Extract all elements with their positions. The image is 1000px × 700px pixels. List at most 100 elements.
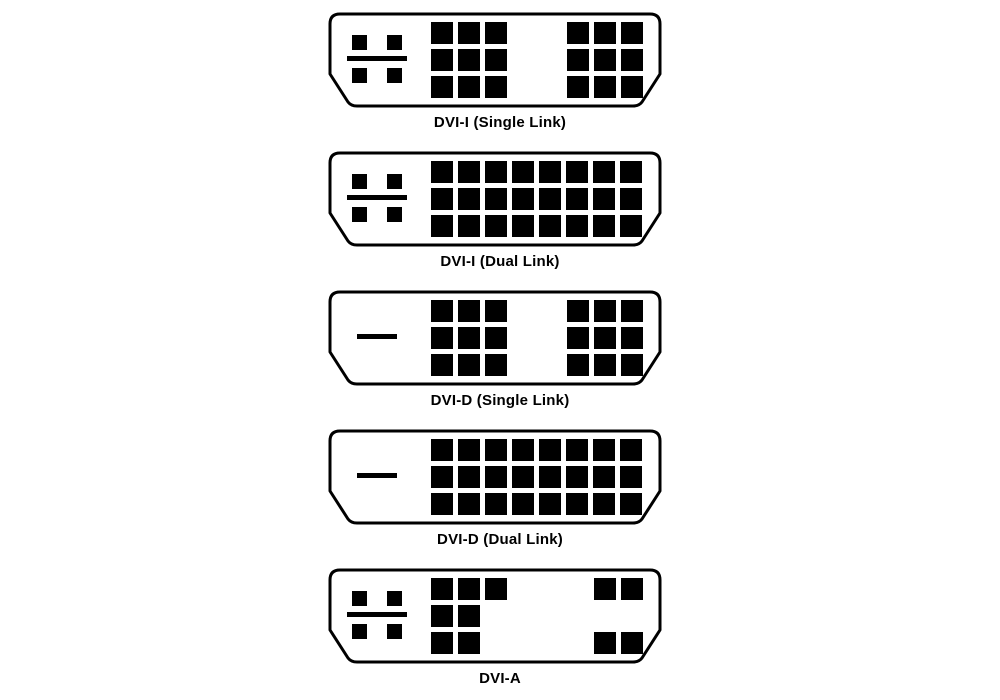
left-block-pin-r3-c7	[593, 493, 615, 515]
left-block-pin-r1-c2	[458, 22, 480, 44]
ground-blade	[357, 334, 397, 339]
analog-pin-bottom-right	[387, 207, 402, 222]
left-block-pin-r3-c6	[566, 215, 588, 237]
label-dvi-a: DVI-A	[479, 670, 521, 687]
left-block-pin-r3-c2	[458, 493, 480, 515]
left-block-pin-r3-c4	[512, 215, 534, 237]
right-block-pin-r1-c1	[567, 22, 589, 44]
analog-pin-top-left	[352, 174, 367, 189]
left-block-pin-r1-c3	[485, 578, 507, 600]
left-block-pin-r2-c3	[485, 49, 507, 71]
left-block-pin-r3-c2	[458, 354, 480, 376]
left-block-pin-r2-c5	[539, 188, 561, 210]
left-block-pin-r2-c2	[458, 49, 480, 71]
left-block-pin-r2-c2	[458, 188, 480, 210]
left-block-pin-r1-c8	[620, 439, 642, 461]
left-block-pin-r3-c1	[431, 215, 453, 237]
connector-4	[328, 429, 662, 525]
left-block-pin-r1-c1	[431, 161, 453, 183]
right-block-pin-r1-c2	[594, 300, 616, 322]
left-block-pin-r1-c6	[566, 439, 588, 461]
left-block-pin-r2-c3	[485, 188, 507, 210]
right-block-pin-r1-c2	[594, 22, 616, 44]
left-block-pin-r1-c6	[566, 161, 588, 183]
ground-blade	[357, 473, 397, 478]
left-block-pin-r1-c7	[593, 439, 615, 461]
right-block-pin-r1-c3	[621, 300, 643, 322]
left-block-pin-r3-c1	[431, 76, 453, 98]
connector-3	[328, 290, 662, 386]
left-block-pin-r2-c1	[431, 605, 453, 627]
right-block-pin-r2-c2	[594, 327, 616, 349]
left-block-pin-r2-c6	[566, 466, 588, 488]
left-block-pin-r3-c7	[593, 215, 615, 237]
left-block-pin-r2-c5	[539, 466, 561, 488]
analog-ground-blade	[347, 195, 407, 200]
left-block-pin-r2-c3	[485, 466, 507, 488]
connector-1	[328, 12, 662, 108]
analog-pin-top-right	[387, 35, 402, 50]
left-block-pin-r3-c1	[431, 354, 453, 376]
left-block-pin-r1-c1	[431, 439, 453, 461]
connector-5	[328, 568, 662, 664]
left-block-pin-r2-c1	[431, 327, 453, 349]
right-block-pin-r3-c3	[621, 354, 643, 376]
connector-2	[328, 151, 662, 247]
left-block-pin-r3-c2	[458, 215, 480, 237]
right-block-pin-r3-c1	[567, 354, 589, 376]
left-block-pin-r1-c1	[431, 22, 453, 44]
right-block-pin-r3-c3	[621, 76, 643, 98]
left-block-pin-r1-c3	[485, 300, 507, 322]
right-block-pin-r2-c1	[567, 49, 589, 71]
analog-pin-top-left	[352, 591, 367, 606]
right-block-pin-r3-c2	[621, 632, 643, 654]
right-block-pin-r2-c2	[594, 49, 616, 71]
left-block-pin-r1-c3	[485, 439, 507, 461]
left-block-pin-r1-c2	[458, 578, 480, 600]
left-block-pin-r1-c1	[431, 578, 453, 600]
left-block-pin-r2-c8	[620, 188, 642, 210]
right-block-pin-r1-c2	[621, 578, 643, 600]
left-block-pin-r1-c1	[431, 300, 453, 322]
left-block-pin-r3-c2	[458, 76, 480, 98]
right-block-pin-r3-c2	[594, 354, 616, 376]
left-block-pin-r2-c2	[458, 466, 480, 488]
right-block-pin-r3-c1	[594, 632, 616, 654]
analog-pin-bottom-right	[387, 624, 402, 639]
left-block-pin-r3-c3	[485, 354, 507, 376]
analog-pin-bottom-left	[352, 207, 367, 222]
left-block-pin-r3-c8	[620, 215, 642, 237]
left-block-pin-r2-c8	[620, 466, 642, 488]
left-block-pin-r2-c2	[458, 327, 480, 349]
left-block-pin-r2-c6	[566, 188, 588, 210]
analog-ground-blade	[347, 56, 407, 61]
left-block-pin-r2-c1	[431, 466, 453, 488]
left-block-pin-r3-c5	[539, 215, 561, 237]
left-block-pin-r3-c1	[431, 632, 453, 654]
left-block-pin-r2-c1	[431, 188, 453, 210]
left-block-pin-r2-c7	[593, 466, 615, 488]
left-block-pin-r1-c5	[539, 161, 561, 183]
left-block-pin-r1-c2	[458, 300, 480, 322]
left-block-pin-r1-c4	[512, 161, 534, 183]
label-dvi-d-dual-link: DVI-D (Dual Link)	[437, 531, 563, 548]
left-block-pin-r2-c3	[485, 327, 507, 349]
analog-pin-top-right	[387, 591, 402, 606]
right-block-pin-r2-c3	[621, 49, 643, 71]
label-dvi-i-single-link: DVI-I (Single Link)	[433, 114, 567, 131]
right-block-pin-r1-c1	[594, 578, 616, 600]
right-block-pin-r1-c1	[567, 300, 589, 322]
left-block-pin-r3-c3	[485, 215, 507, 237]
analog-pin-bottom-left	[352, 68, 367, 83]
right-block-pin-r1-c3	[621, 22, 643, 44]
left-block-pin-r1-c7	[593, 161, 615, 183]
right-block-pin-r3-c2	[594, 76, 616, 98]
left-block-pin-r1-c2	[458, 439, 480, 461]
left-block-pin-r3-c6	[566, 493, 588, 515]
left-block-pin-r1-c5	[539, 439, 561, 461]
analog-ground-blade	[347, 612, 407, 617]
left-block-pin-r2-c7	[593, 188, 615, 210]
left-block-pin-r2-c4	[512, 188, 534, 210]
left-block-pin-r1-c3	[485, 22, 507, 44]
